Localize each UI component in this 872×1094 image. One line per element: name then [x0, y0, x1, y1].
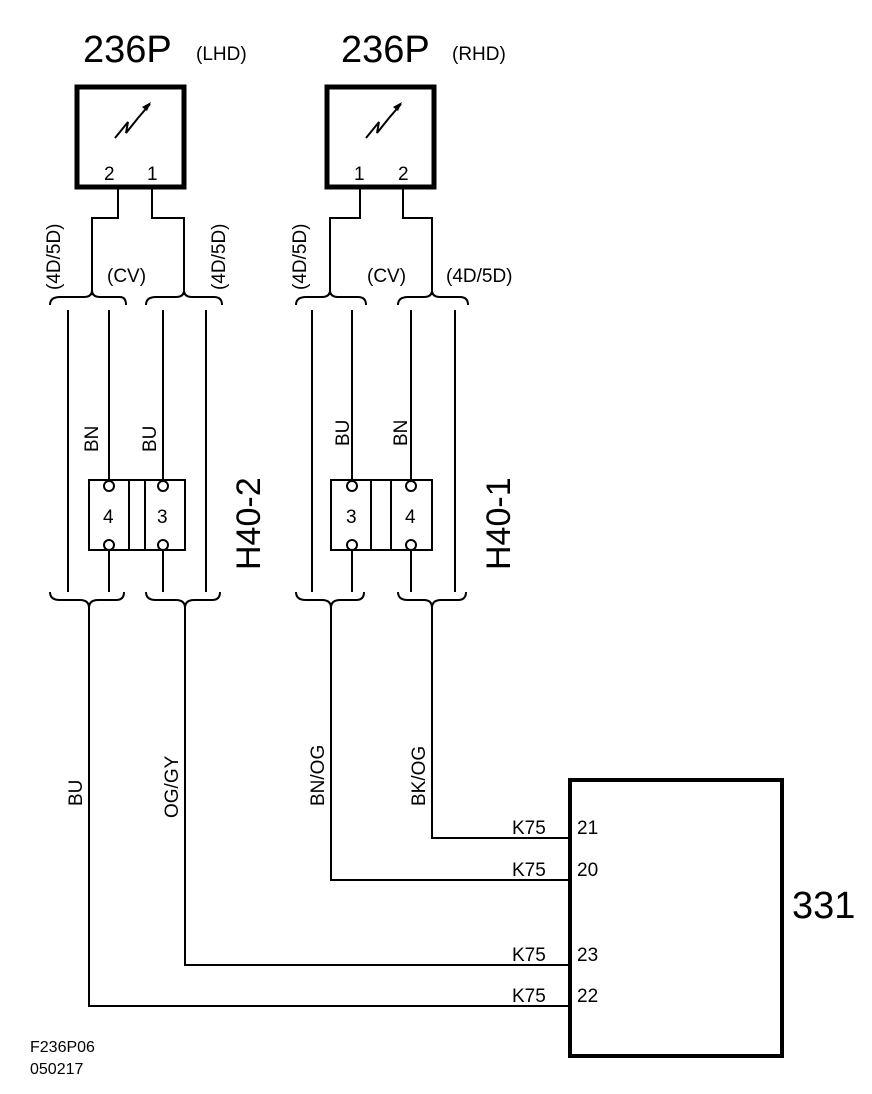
ecu-conn-label: K75: [512, 945, 546, 966]
h40-1-pin-a: 3: [346, 507, 357, 528]
connector-h40-2: BN BU 4 3 H40-2: [49, 310, 268, 609]
h40-1-pin-b: 4: [405, 507, 416, 528]
ecu-name: 331: [792, 885, 855, 927]
figure-code: F236P06: [30, 1039, 95, 1056]
sensor-rhd-label-left: (4D/5D): [290, 223, 311, 290]
sensor-rhd-pin-left: 1: [354, 164, 365, 185]
ecu-conn-label: K75: [512, 986, 546, 1007]
sensor-236p-rhd: 236P (RHD) 1 2 (4D/5D) (CV) (4D/5D): [290, 29, 513, 306]
sensor-rhd-pin-right: 2: [398, 164, 409, 185]
h40-2-wire-a-label: BN: [82, 426, 103, 452]
h40-1-wire-b-label: BN: [391, 420, 412, 446]
sensor-lhd-box: [74, 84, 187, 190]
h40-1-body: [330, 479, 433, 551]
wire-bk-og-label: BK/OG: [409, 746, 430, 806]
wire-bu-label: BU: [66, 780, 87, 806]
ecu-conn-label: K75: [512, 860, 546, 881]
ecu-pin-label: 21: [577, 818, 598, 839]
ecu-331: 331 K75 21 K75 20 K75 23 K75 22: [512, 778, 855, 1058]
ecu-box: [568, 778, 784, 1058]
sensor-lhd-pin-left: 2: [104, 164, 115, 185]
ecu-pin-label: 22: [577, 986, 598, 1007]
sensor-lhd-variant: (LHD): [196, 44, 247, 65]
h40-2-name: H40-2: [230, 477, 268, 570]
h40-2-body: [88, 479, 186, 551]
sensor-lhd-title: 236P: [83, 29, 172, 71]
h40-2-pin-b: 3: [157, 507, 168, 528]
ecu-conn-label: K75: [512, 818, 546, 839]
ecu-pin-label: 20: [577, 860, 598, 881]
h40-1-name: H40-1: [480, 477, 518, 570]
sensor-rhd-symbol-icon: [365, 102, 402, 139]
h40-1-wire-a-label: BU: [333, 420, 354, 446]
sensor-rhd-box: [324, 84, 437, 190]
connector-h40-1: BU BN 3 4 H40-1: [295, 310, 518, 609]
lower-wiring: BU OG/GY BN/OG BK/OG: [66, 608, 570, 1007]
ecu-pin-label: 23: [577, 945, 598, 966]
footer: F236P06 050217: [30, 1039, 95, 1078]
sensor-rhd-label-right: (4D/5D): [446, 266, 513, 287]
sensor-rhd-title: 236P: [341, 29, 430, 71]
sensor-lhd-label-right: (4D/5D): [209, 223, 230, 290]
sensor-rhd-variant: (RHD): [452, 44, 506, 65]
figure-date: 050217: [30, 1061, 83, 1078]
wire-og-gy-label: OG/GY: [162, 755, 183, 818]
sensor-lhd-symbol-icon: [114, 102, 151, 139]
sensor-rhd-label-mid: (CV): [367, 266, 406, 287]
h40-2-wire-b-label: BU: [140, 426, 161, 452]
sensor-236p-lhd: 236P (LHD) 2 1 (4D/5D) (CV) (4D/5D): [44, 29, 247, 306]
h40-2-pin-a: 4: [103, 507, 114, 528]
wire-bn-og-label: BN/OG: [308, 745, 329, 806]
sensor-lhd-label-mid: (CV): [107, 266, 146, 287]
sensor-lhd-label-left: (4D/5D): [44, 223, 65, 290]
sensor-lhd-pin-right: 1: [147, 164, 158, 185]
